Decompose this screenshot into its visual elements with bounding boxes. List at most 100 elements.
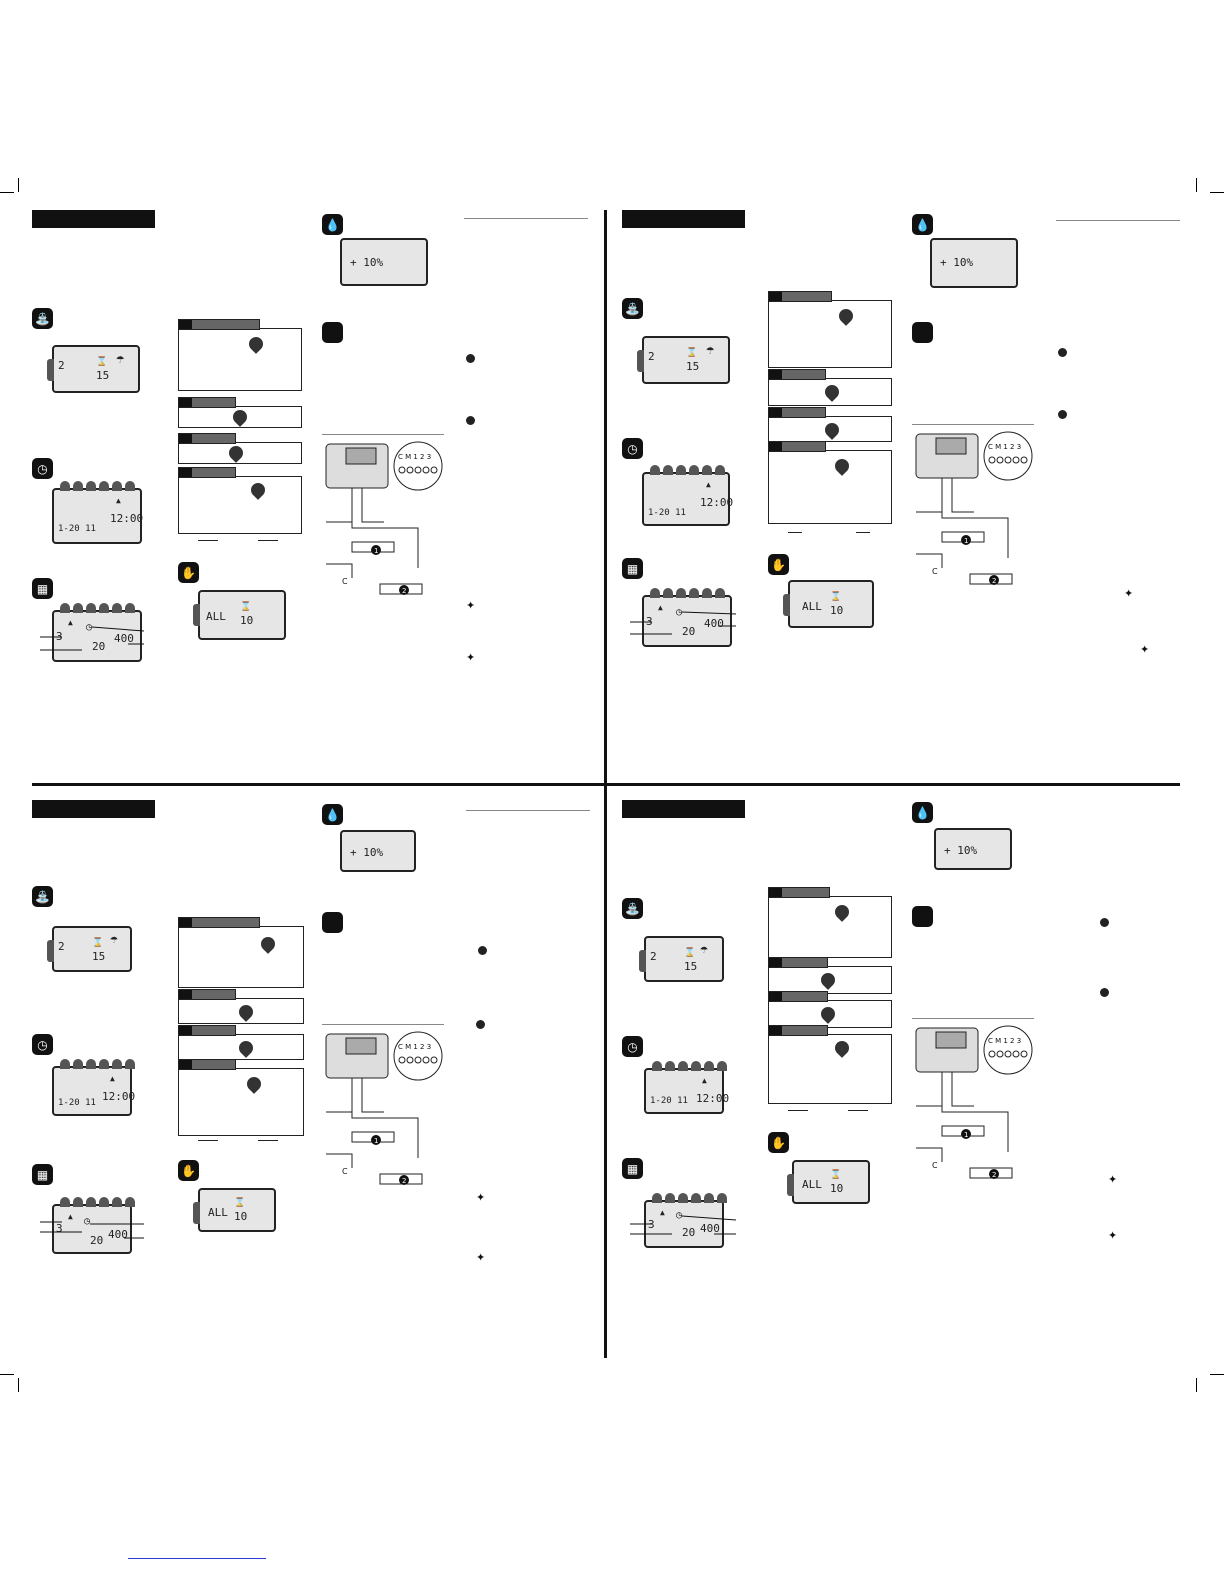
cycle-drop-icon	[832, 1038, 852, 1058]
manual-page-top-left: ⛲ 2 ⌛ 15 ☂ ◷ ▲ 12:00 1-20 11 ▦ ▲ 3 ◷ 20 …	[32, 210, 622, 790]
sprinkler-small-icon: ✦	[466, 651, 476, 664]
off-button-icon	[466, 354, 475, 363]
lcd-manual-minutes: 10	[234, 1210, 248, 1223]
rule	[856, 532, 870, 533]
valve-2-label: 2	[992, 1171, 997, 1179]
rule	[912, 1018, 1034, 1019]
lcd-zone-minutes: 15	[96, 369, 110, 382]
wiring-terminals: C M 1 2 3	[988, 443, 1022, 451]
lcd-zone-number: 2	[650, 950, 657, 963]
lcd-flow: 400	[704, 617, 724, 630]
hourglass-icon: ⌛	[830, 1170, 842, 1180]
off-button-icon	[1100, 918, 1109, 927]
schedule-frame-2	[768, 957, 892, 994]
lcd-manual-all: ALL	[802, 1178, 822, 1191]
crop-mark	[0, 1374, 14, 1375]
off-button-icon	[478, 946, 487, 955]
lcd-percent: + 10%	[944, 844, 978, 857]
callout-arrows	[630, 1215, 737, 1235]
lcd-manual-all: ALL	[206, 610, 226, 623]
lcd-percent-display: + 10%	[934, 828, 1012, 870]
lcd-time-display: ▲ 12:00 1-20 11	[52, 481, 143, 544]
lcd-flow: 400	[114, 632, 134, 645]
seasonal-drop-icon: 💧	[912, 802, 933, 823]
water-drop-icon	[236, 1038, 256, 1058]
rule	[466, 810, 590, 811]
valve-1-label: 1	[374, 1137, 379, 1145]
valve-1-label: 1	[964, 1131, 969, 1139]
lcd-date: 1-20 11	[648, 508, 686, 518]
seasonal-drop-icon: 💧	[322, 214, 343, 235]
lcd-zone-number: 2	[58, 359, 65, 372]
hourglass-icon: ⌛	[92, 938, 104, 948]
rule	[198, 1140, 218, 1141]
water-drop-icon	[822, 420, 842, 440]
clock-small-icon: ◷	[86, 622, 93, 633]
schedule-frame-1	[768, 887, 892, 958]
valve-1-label: 1	[964, 537, 969, 545]
schedule-frame-1	[178, 319, 302, 391]
valve-2-label: 2	[402, 1177, 407, 1185]
manual-hand-icon: ✋	[178, 1160, 199, 1181]
sprinkler-icon: ⛲	[622, 898, 643, 919]
lcd-run-time: 20	[92, 640, 106, 653]
lcd-manual-display: ALL ⌛ 10	[787, 1160, 870, 1204]
lcd-zone-display: 2 ⌛ 15 ☂	[639, 936, 724, 982]
water-drop-icon	[226, 443, 246, 463]
lcd-zone-display: 2 ⌛ 15 ☂	[47, 926, 132, 972]
water-drop-icon	[836, 306, 856, 326]
lcd-zone-display: 2 ⌛ 15 ☂	[47, 345, 140, 393]
schedule-frame-1	[768, 291, 892, 368]
wiring-diagram	[325, 1031, 443, 1185]
footer-link[interactable]	[128, 1558, 266, 1559]
schedule-frame-3	[178, 1025, 304, 1060]
day-marker-icon: ▲	[658, 603, 663, 612]
section-title-bar	[622, 800, 745, 818]
spray-icon: ☂	[110, 932, 118, 947]
rule	[322, 434, 444, 435]
schedule-frame-3	[178, 433, 302, 464]
cycle-drop-icon	[248, 480, 268, 500]
lcd-time-display: ▲ 12:00 1-20 11	[52, 1059, 135, 1116]
wiring-diagram	[915, 431, 1033, 585]
water-drop-icon	[818, 1004, 838, 1024]
water-drop-icon	[818, 970, 838, 990]
water-drop-icon	[822, 382, 842, 402]
clock-small-icon: ◷	[84, 1216, 91, 1227]
spray-icon: ☂	[116, 351, 125, 367]
lcd-zone-number: 2	[648, 350, 655, 363]
lcd-percent: + 10%	[940, 256, 974, 269]
lcd-percent-display: + 10%	[930, 238, 1018, 288]
day-marker-icon: ▲	[706, 480, 711, 489]
manual-page-bottom-left: ⛲ 2 ⌛ 15 ☂ ◷ ▲ 12:00 1-20 11 ▦ ▲ 3 ◷ 20 …	[32, 800, 622, 1380]
schedule-frame-4	[768, 441, 892, 524]
clock-small-icon: ◷	[676, 1210, 683, 1221]
lcd-date: 1-20 11	[58, 1098, 96, 1108]
rule	[322, 1024, 444, 1025]
off-button-icon	[476, 1020, 485, 1029]
valve-2-label: 2	[402, 587, 407, 595]
crop-mark	[1196, 1378, 1197, 1392]
crop-mark	[1210, 192, 1224, 193]
manual-hand-icon: ✋	[768, 1132, 789, 1153]
rule	[912, 424, 1034, 425]
spray-icon: ☂	[700, 942, 708, 957]
lcd-time: 12:00	[696, 1092, 730, 1105]
lcd-date: 1-20 11	[58, 524, 96, 534]
lcd-manual-all: ALL	[208, 1206, 228, 1219]
cycle-drop-icon	[832, 456, 852, 476]
lcd-zone-display: 2 ⌛ 15 ☂	[637, 336, 730, 384]
hourglass-icon: ⌛	[234, 1198, 246, 1208]
sensor-icon	[912, 906, 933, 927]
sensor-icon	[322, 322, 343, 343]
section-title-bar	[32, 800, 155, 818]
crop-mark	[18, 1378, 19, 1392]
sprinkler-small-icon: ✦	[1108, 1173, 1118, 1186]
lcd-manual-display: ALL ⌛ 10	[193, 1188, 276, 1232]
lcd-flow: 400	[700, 1222, 720, 1235]
cycle-drop-icon	[244, 1074, 264, 1094]
seasonal-drop-icon: 💧	[322, 804, 343, 825]
wiring-diagram	[325, 441, 443, 595]
schedule-frame-2	[178, 989, 304, 1024]
schedule-frame-4	[768, 1025, 892, 1104]
